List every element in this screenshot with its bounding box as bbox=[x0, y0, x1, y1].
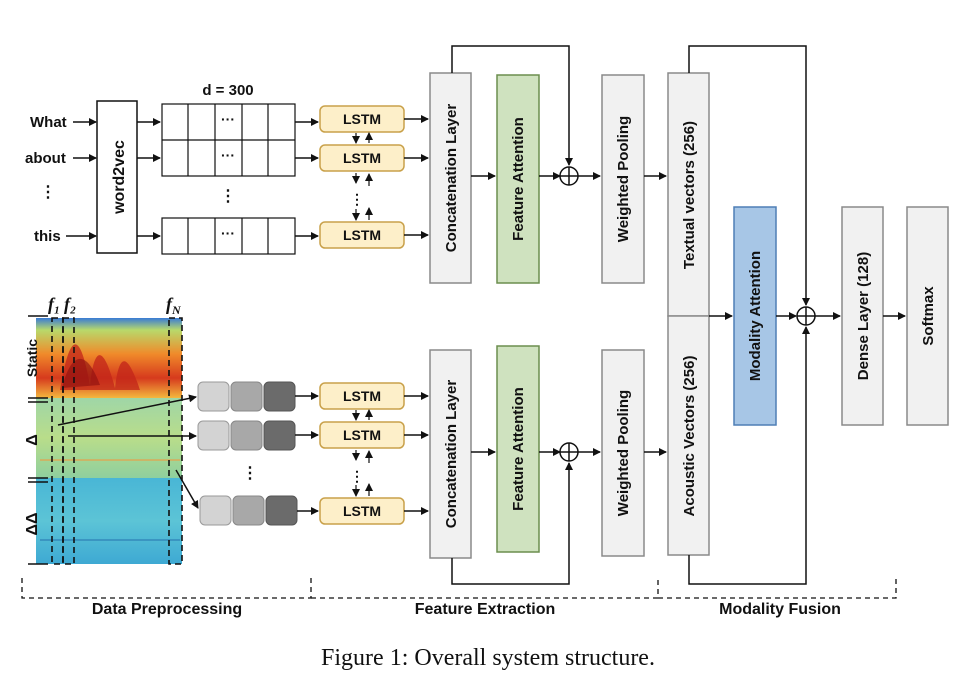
text-lstm-1-label: LSTM bbox=[343, 111, 381, 127]
matrix-vdots: ⋮ bbox=[220, 188, 236, 205]
text-weighted-pooling-label: Weighted Pooling bbox=[615, 116, 632, 242]
modality-attention-label: Modality Attention bbox=[747, 251, 764, 381]
acoustic-vectors-label: Acoustic Vectors (256) bbox=[681, 356, 698, 517]
input-word-about: about bbox=[25, 150, 66, 167]
embedding-matrix: ··· ··· ⋮ ··· bbox=[161, 103, 296, 255]
row-label-static: Static bbox=[24, 339, 40, 377]
word2vec-box: word2vec bbox=[96, 100, 138, 254]
softmax-box: Softmax bbox=[906, 206, 949, 426]
dense-layer-box: Dense Layer (128) bbox=[841, 206, 884, 426]
word-inputs: What about ⋮ this bbox=[25, 114, 97, 245]
acoustic-frame-vectors: ⋮ bbox=[197, 381, 298, 526]
audio-lstm-3-label: LSTM bbox=[343, 503, 381, 519]
input-word-this: this bbox=[34, 228, 61, 245]
audio-feature-attention: Feature Attention bbox=[496, 345, 540, 553]
text-weighted-pooling: Weighted Pooling bbox=[601, 74, 645, 284]
row-label-delta: Δ bbox=[24, 434, 41, 446]
frame-label-f2: f₂ bbox=[64, 294, 76, 314]
embedding-dim-label: d = 300 bbox=[202, 82, 253, 99]
frame-label-fn-sub: N bbox=[171, 303, 182, 317]
audio-lstm-vdots: ⋮ bbox=[350, 468, 364, 484]
frame-vectors-vdots: ⋮ bbox=[242, 465, 258, 482]
acoustic-vectors-box: Acoustic Vectors (256) bbox=[667, 315, 710, 556]
frame-label-f1: f₁ bbox=[48, 294, 60, 314]
input-word-vdots: ⋮ bbox=[40, 184, 56, 201]
figure-caption: Figure 1: Overall system structure. bbox=[321, 645, 655, 671]
matrix-ellipsis-1: ··· bbox=[221, 111, 235, 127]
section-brackets bbox=[21, 578, 897, 599]
text-feature-attention: Feature Attention bbox=[496, 74, 540, 284]
modality-attention-box: Modality Attention bbox=[733, 206, 777, 426]
text-sum-node bbox=[559, 166, 579, 186]
text-concatenation-layer: Concatenation Layer bbox=[429, 72, 472, 284]
audio-weighted-pooling: Weighted Pooling bbox=[601, 349, 645, 557]
audio-feature-attention-label: Feature Attention bbox=[510, 387, 527, 511]
section-data-preprocessing: Data Preprocessing bbox=[92, 601, 242, 618]
matrix-ellipsis-3: ··· bbox=[221, 225, 235, 241]
softmax-label: Softmax bbox=[920, 286, 937, 346]
audio-lstm-1-label: LSTM bbox=[343, 388, 381, 404]
audio-concatenation-layer: Concatenation Layer bbox=[429, 349, 472, 559]
audio-lstm-stack: LSTM LSTM LSTM ⋮ bbox=[319, 382, 405, 525]
text-concat-label: Concatenation Layer bbox=[443, 104, 460, 253]
text-feature-attention-label: Feature Attention bbox=[510, 117, 527, 241]
text-lstm-stack: LSTM LSTM LSTM ⋮ bbox=[319, 105, 405, 249]
audio-weighted-pooling-label: Weighted Pooling bbox=[615, 390, 632, 516]
spectrogram bbox=[28, 315, 183, 565]
audio-concat-label: Concatenation Layer bbox=[443, 380, 460, 529]
dense-layer-label: Dense Layer (128) bbox=[855, 252, 872, 380]
section-feature-extraction: Feature Extraction bbox=[415, 601, 555, 618]
input-word-what: What bbox=[30, 114, 67, 131]
audio-lstm-2-label: LSTM bbox=[343, 427, 381, 443]
text-lstm-2-label: LSTM bbox=[343, 150, 381, 166]
fusion-sum-node bbox=[796, 306, 816, 326]
matrix-ellipsis-2: ··· bbox=[221, 147, 235, 163]
frame-label-fn: fN bbox=[166, 294, 182, 317]
row-label-deltadelta: ΔΔ bbox=[24, 513, 41, 536]
text-lstm-3-label: LSTM bbox=[343, 227, 381, 243]
text-lstm-vdots: ⋮ bbox=[350, 191, 364, 207]
section-modality-fusion: Modality Fusion bbox=[719, 601, 841, 618]
word2vec-label: word2vec bbox=[111, 140, 128, 215]
audio-sum-node bbox=[559, 442, 579, 462]
textual-vectors-box: Textual vectors (256) bbox=[667, 72, 710, 317]
textual-vectors-label: Textual vectors (256) bbox=[681, 121, 698, 269]
